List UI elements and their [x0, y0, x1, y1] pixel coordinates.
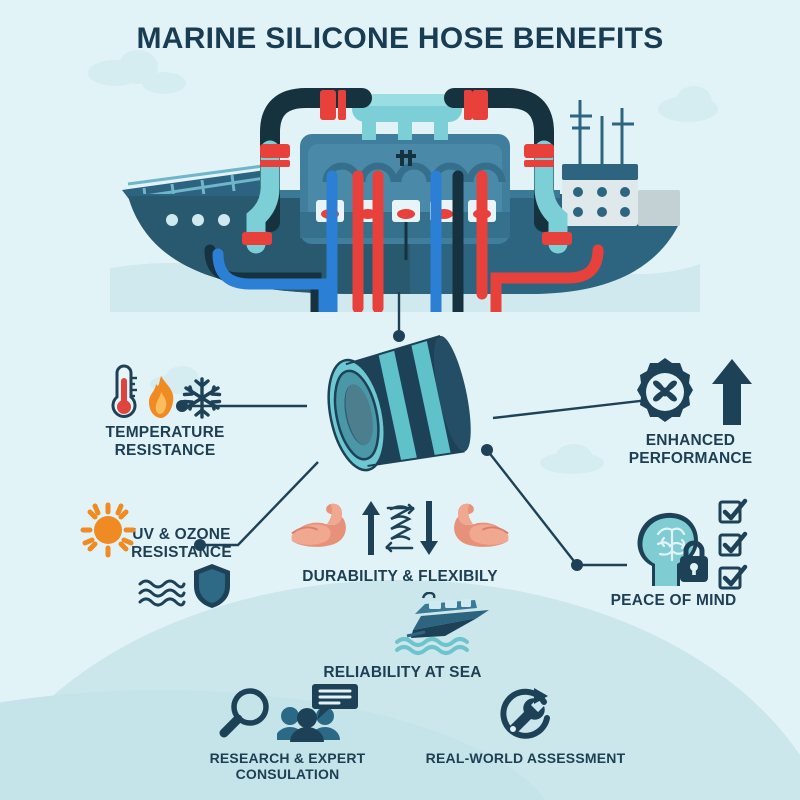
benefit-real-world-assessment[interactable]: REAL-WORLD ASSESSMENT	[418, 688, 633, 766]
magnifier-icon	[219, 688, 269, 738]
benefit-label: RESEARCH & EXPERT CONSULATION	[209, 750, 366, 783]
benefit-icons	[165, 684, 410, 742]
benefit-label: REAL-WORLD ASSESSMENT	[425, 750, 626, 766]
benefit-label: ENHANCED PERFORMANCE	[628, 432, 753, 467]
benefit-icons	[418, 688, 633, 744]
snowflake-icon	[182, 377, 222, 419]
silicone-hose-section-svg	[327, 335, 471, 472]
wrench-refresh-icon	[499, 688, 550, 739]
speech-bubble-icon	[311, 684, 358, 720]
checkbox-checked-icon[interactable]	[718, 531, 748, 557]
benefit-peace-of-mind[interactable]: PEACE OF MIND	[580, 498, 795, 610]
people-group-icon	[276, 707, 340, 742]
benefit-icons	[60, 358, 270, 420]
benefit-icons	[580, 498, 795, 590]
benefit-research-expert-consultation[interactable]: RESEARCH & EXPERT CONSULATION	[165, 684, 410, 783]
up-arrow-icon	[362, 501, 380, 555]
benefit-icons	[310, 592, 495, 656]
flexing-arm-icon	[291, 503, 346, 547]
benefit-icons	[290, 492, 510, 564]
checkbox-checked-icon[interactable]	[718, 564, 748, 590]
hero-illustration	[110, 72, 700, 318]
hub-silicone-hose	[305, 332, 495, 492]
boat-icon	[395, 592, 489, 655]
page-title: MARINE SILICONE HOSE BENEFITS	[136, 22, 664, 55]
benefit-reliability-at-sea[interactable]: RELIABILITY AT SEA	[310, 592, 495, 682]
gear-icon	[636, 358, 693, 422]
sun-icon	[80, 502, 135, 558]
benefit-label: RELIABILITY AT SEA	[323, 664, 482, 681]
benefit-temperature-resistance[interactable]: TEMPERATURE RESISTANCE	[60, 358, 270, 460]
thermometer-icon	[111, 364, 137, 418]
benefit-icons	[48, 498, 263, 560]
waves-icon	[138, 579, 185, 607]
up-arrow-icon	[711, 359, 752, 425]
benefit-label: TEMPERATURE RESISTANCE	[105, 424, 225, 459]
checkbox-list	[718, 498, 748, 590]
spring-icon	[385, 503, 415, 553]
down-arrow-icon	[420, 501, 438, 555]
flame-icon	[149, 376, 174, 418]
flexing-arm-icon	[454, 503, 509, 547]
benefit-icons-secondary	[48, 563, 263, 610]
marine-engine-hose-svg	[110, 88, 700, 318]
brain-head-icon	[637, 512, 708, 586]
benefit-label: UV & OZONE RESISTANCE	[131, 526, 232, 561]
benefit-icons	[588, 352, 793, 428]
shield-icon	[193, 563, 230, 608]
benefit-uv-ozone-resistance[interactable]: UV & OZONE RESISTANCE	[48, 498, 263, 610]
benefit-label: PEACE OF MIND	[610, 592, 737, 609]
benefit-enhanced-performance[interactable]: ENHANCED PERFORMANCE	[588, 352, 793, 468]
benefit-durability-flexibility[interactable]: DURABILITY & FLEXIBILY	[290, 492, 510, 586]
benefit-label: DURABILITY & FLEXIBILY	[302, 568, 498, 585]
cloud-icon	[556, 444, 592, 468]
checkbox-checked-icon[interactable]	[718, 498, 748, 524]
